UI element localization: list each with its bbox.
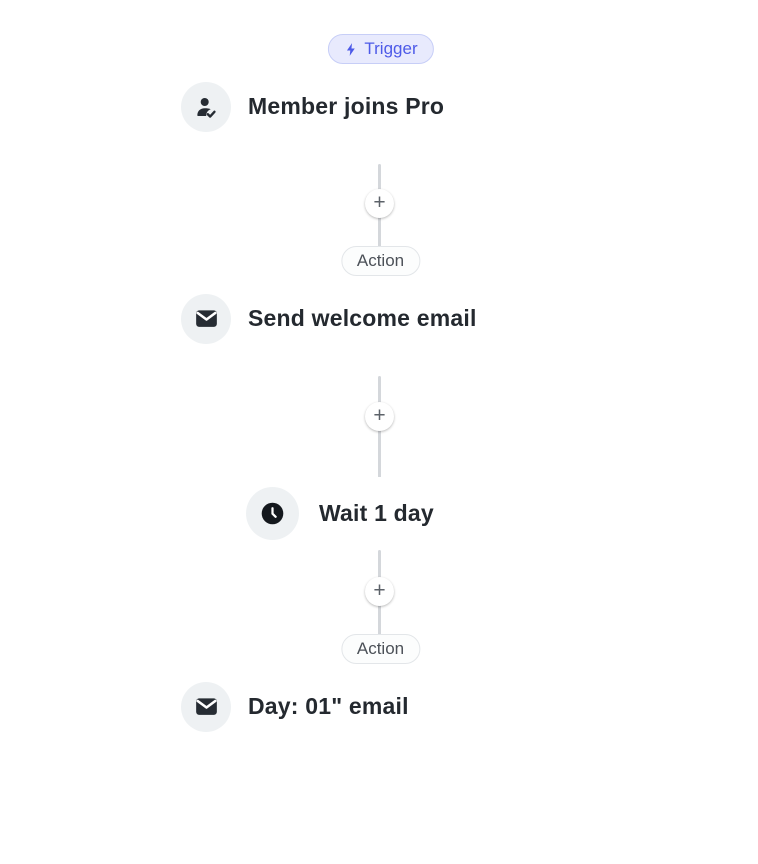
workflow-node-day-01-email[interactable]: Action Day: 01" email [148, 634, 613, 764]
clock-icon [246, 487, 299, 540]
email-icon [181, 293, 231, 344]
node-title: Wait 1 day [319, 500, 434, 526]
add-step-button-1[interactable]: + [365, 189, 394, 218]
add-step-button-2[interactable]: + [365, 402, 394, 431]
action-badge-label: Action [356, 639, 405, 658]
workflow-node-trigger[interactable]: Trigger Member joins Pro [148, 34, 613, 164]
plus-icon: + [373, 579, 386, 602]
action-badge: Action [340, 634, 421, 664]
lightning-icon [346, 42, 355, 56]
user-check-icon [181, 81, 231, 132]
action-badge: Action [340, 246, 421, 276]
node-title: Send welcome email [248, 305, 477, 331]
plus-icon: + [373, 191, 386, 214]
workflow-node-send-welcome-email[interactable]: Action Send welcome email [148, 246, 613, 376]
trigger-badge: Trigger [327, 34, 434, 64]
workflow-node-wait[interactable]: Wait 1 day [233, 477, 525, 550]
trigger-badge-label: Trigger [364, 39, 418, 58]
plus-icon: + [373, 404, 386, 427]
add-step-button-3[interactable]: + [365, 577, 394, 606]
email-icon [181, 681, 231, 732]
node-title: Day: 01" email [248, 693, 409, 719]
action-badge-label: Action [356, 251, 405, 270]
node-title: Member joins Pro [248, 93, 445, 119]
